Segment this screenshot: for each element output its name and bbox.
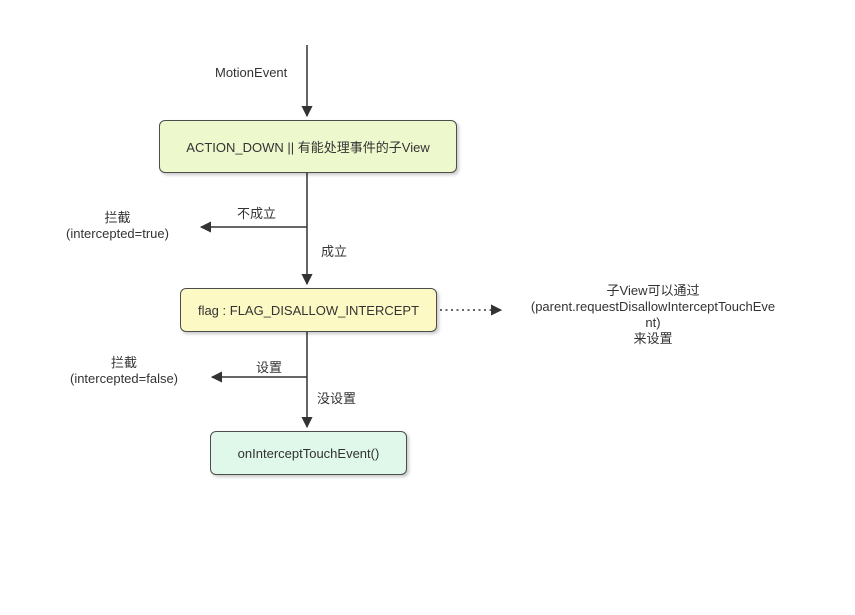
annotation-intercepted-false-line1: 拦截 (110, 355, 137, 370)
node-action-down-condition-label: ACTION_DOWN || 有能处理事件的子View (186, 140, 430, 155)
annotation-intercepted-true-line2: (intercepted=true) (66, 226, 169, 241)
node-flag-disallow-intercept-label: flag : FLAG_DISALLOW_INTERCEPT (197, 302, 420, 318)
annotation-disallow-note-line1: 子View可以通过 (606, 283, 700, 298)
label-not-set: 没设置 (317, 391, 357, 406)
label-satisfied: 成立 (321, 244, 348, 259)
label-not-satisfied: 不成立 (237, 206, 277, 221)
label-motionevent: MotionEvent (215, 65, 288, 80)
label-set: 设置 (256, 360, 283, 375)
node-onintercepttouchevent: onInterceptTouchEvent() (210, 431, 407, 475)
node-flag-disallow-intercept: flag : FLAG_DISALLOW_INTERCEPT (180, 288, 437, 332)
annotation-intercepted-true: 拦截 (intercepted=true) (55, 210, 180, 242)
annotation-disallow-note-line4: 来设置 (633, 331, 673, 346)
annotation-intercepted-true-line1: 拦截 (104, 210, 131, 225)
node-onintercepttouchevent-label: onInterceptTouchEvent() (237, 445, 380, 461)
annotation-intercepted-false: 拦截 (intercepted=false) (60, 355, 188, 387)
annotation-disallow-note: 子View可以通过 (parent.requestDisallowInterce… (515, 283, 791, 347)
node-action-down-condition: ACTION_DOWN || 有能处理事件的子View (159, 120, 457, 173)
annotation-intercepted-false-line2: (intercepted=false) (69, 371, 179, 386)
annotation-disallow-note-line2: (parent.requestDisallowInterceptTouchEve (530, 299, 776, 314)
annotation-disallow-note-line3: nt) (645, 315, 661, 330)
